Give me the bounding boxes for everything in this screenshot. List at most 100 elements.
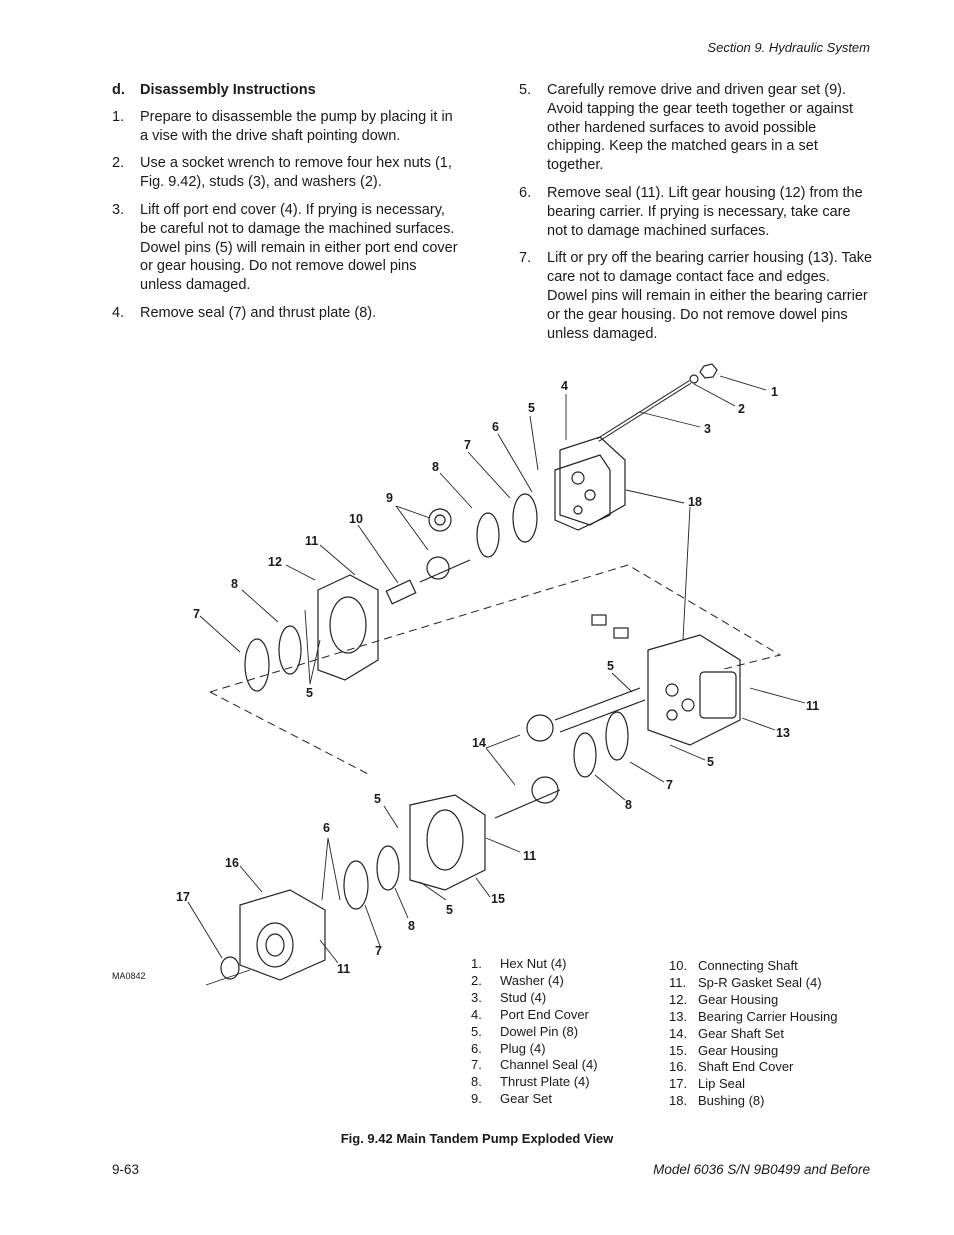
- footer-model: Model 6036 S/N 9B0499 and Before: [653, 1162, 870, 1177]
- figure-caption: Fig. 9.42 Main Tandem Pump Exploded View: [340, 1131, 614, 1146]
- callout-number: 5: [528, 401, 535, 415]
- middle-seals-part: [573, 711, 629, 778]
- legend-item: 18.Bushing (8): [669, 1093, 765, 1109]
- step-number: 3.: [112, 201, 125, 218]
- callout-number: 7: [666, 778, 673, 792]
- instructions-left-column: d. Disassembly Instructions 1. Prepare t…: [112, 81, 462, 332]
- callout-number: 8: [408, 919, 415, 933]
- legend-item: 7.Channel Seal (4): [471, 1057, 598, 1073]
- upper-gear-set-part: [419, 508, 471, 583]
- callout-number: 5: [306, 686, 313, 700]
- callout-number: 8: [231, 577, 238, 591]
- step-text: Carefully remove drive and driven gear s…: [547, 82, 854, 174]
- callout-number: 18: [688, 495, 702, 509]
- port-end-cover-part: [554, 436, 626, 531]
- callout-number: 12: [268, 555, 282, 569]
- legend-item: 17.Lip Seal: [669, 1076, 745, 1092]
- callout-number: 7: [375, 944, 382, 958]
- instruction-step: 1. Prepare to disassemble the pump by pl…: [112, 108, 462, 146]
- instruction-step: 5. Carefully remove drive and driven gea…: [519, 81, 874, 175]
- figure-id: MA0842: [112, 971, 146, 981]
- callout-number: 1: [771, 385, 778, 399]
- left-seals-part: [244, 625, 302, 692]
- callout-number: 5: [374, 792, 381, 806]
- step-number: 2.: [112, 155, 125, 172]
- callout-number: 11: [305, 534, 319, 548]
- shaft-end-cover-part: [239, 889, 326, 981]
- leader-lines: [187, 375, 806, 986]
- legend-item: 13.Bearing Carrier Housing: [669, 1008, 838, 1024]
- legend-item: 2.Washer (4): [471, 972, 564, 988]
- callout-number: 10: [349, 512, 363, 526]
- legend-item: 8.Thrust Plate (4): [471, 1074, 590, 1090]
- step-text: Remove seal (11). Lift gear housing (12)…: [547, 184, 863, 239]
- callout-number: 11: [337, 962, 351, 976]
- callout-number: 5: [707, 755, 714, 769]
- lower-seals-part: [343, 845, 400, 910]
- lip-seal-part: [220, 956, 240, 980]
- callout-number: 13: [776, 726, 790, 740]
- callout-number: 15: [491, 892, 505, 906]
- gear-housing-upper-part: [317, 574, 379, 681]
- callout-number: 2: [738, 402, 745, 416]
- callout-number: 3: [704, 422, 711, 436]
- callout-number: 16: [225, 856, 239, 870]
- bearing-carrier-housing-part: [647, 634, 741, 746]
- callout-number: 7: [193, 607, 200, 621]
- callout-number: 7: [464, 438, 471, 452]
- callout-number: 6: [492, 420, 499, 434]
- callout-number: 14: [472, 736, 486, 750]
- legend-item: 6.Plug (4): [471, 1040, 546, 1056]
- legend-item: 16.Shaft End Cover: [669, 1059, 794, 1075]
- connecting-shaft-part: [385, 579, 417, 605]
- centerline-dashed: [209, 691, 371, 776]
- page-number: 9-63: [112, 1162, 140, 1177]
- step-number: 6.: [519, 184, 532, 201]
- legend-item: 11.Sp-R Gasket Seal (4): [669, 974, 822, 990]
- legend-item: 9.Gear Set: [471, 1091, 553, 1107]
- gear-shaft-set-part: [494, 687, 646, 819]
- callout-number: 8: [625, 798, 632, 812]
- callout-number: 6: [323, 821, 330, 835]
- legend-item: 14.Gear Shaft Set: [669, 1025, 784, 1041]
- gear-housing-lower-part: [409, 794, 486, 891]
- step-number: 7.: [519, 250, 532, 267]
- step-text: Prepare to disassemble the pump by placi…: [140, 108, 453, 144]
- callout-number: 5: [607, 659, 614, 673]
- legend-item: 15.Gear Housing: [669, 1042, 779, 1058]
- callout-number: 8: [432, 460, 439, 474]
- instruction-step: 4. Remove seal (7) and thrust plate (8).: [112, 304, 462, 323]
- section-header: Section 9. Hydraulic System: [707, 40, 870, 55]
- legend-item: 3.Stud (4): [471, 989, 547, 1005]
- step-number: 5.: [519, 82, 532, 98]
- upper-seal-part: [476, 493, 538, 558]
- callout-number: 5: [446, 903, 453, 917]
- callout-number: 4: [561, 379, 568, 393]
- step-number: 4.: [112, 304, 125, 321]
- callout-number: 9: [386, 491, 393, 505]
- legend-item: 1.Hex Nut (4): [471, 956, 567, 971]
- step-text: Use a socket wrench to remove four hex n…: [140, 155, 452, 191]
- bushing-part: [591, 614, 629, 639]
- centerline-dashed: [209, 564, 782, 693]
- legend-item: 12.Gear Housing: [669, 991, 779, 1007]
- heading-title: Disassembly Instructions: [140, 82, 316, 98]
- parts-legend-right: 10.Connecting Shaft 11.Sp-R Gasket Seal …: [669, 958, 837, 1110]
- instruction-step: 6. Remove seal (11). Lift gear housing (…: [519, 184, 874, 240]
- step-text: Lift or pry off the bearing carrier hous…: [547, 250, 873, 342]
- callout-number: 17: [176, 890, 190, 904]
- step-text: Lift off port end cover (4). If prying i…: [140, 201, 458, 294]
- instruction-step: 7. Lift or pry off the bearing carrier h…: [519, 249, 874, 343]
- instruction-step: 3. Lift off port end cover (4). If pryin…: [112, 201, 462, 295]
- parts-legend-left: 1.Hex Nut (4) 2.Washer (4) 3.Stud (4) 4.…: [471, 956, 598, 1108]
- callout-number: 11: [523, 849, 537, 863]
- legend-item: 10.Connecting Shaft: [669, 958, 798, 973]
- instructions-right-column: 5. Carefully remove drive and driven gea…: [519, 81, 874, 352]
- legend-item: 5.Dowel Pin (8): [471, 1023, 579, 1039]
- section-heading: d. Disassembly Instructions: [112, 81, 462, 100]
- legend-item: 4.Port End Cover: [471, 1006, 589, 1022]
- heading-letter: d.: [112, 82, 125, 98]
- instruction-step: 2. Use a socket wrench to remove four he…: [112, 154, 462, 192]
